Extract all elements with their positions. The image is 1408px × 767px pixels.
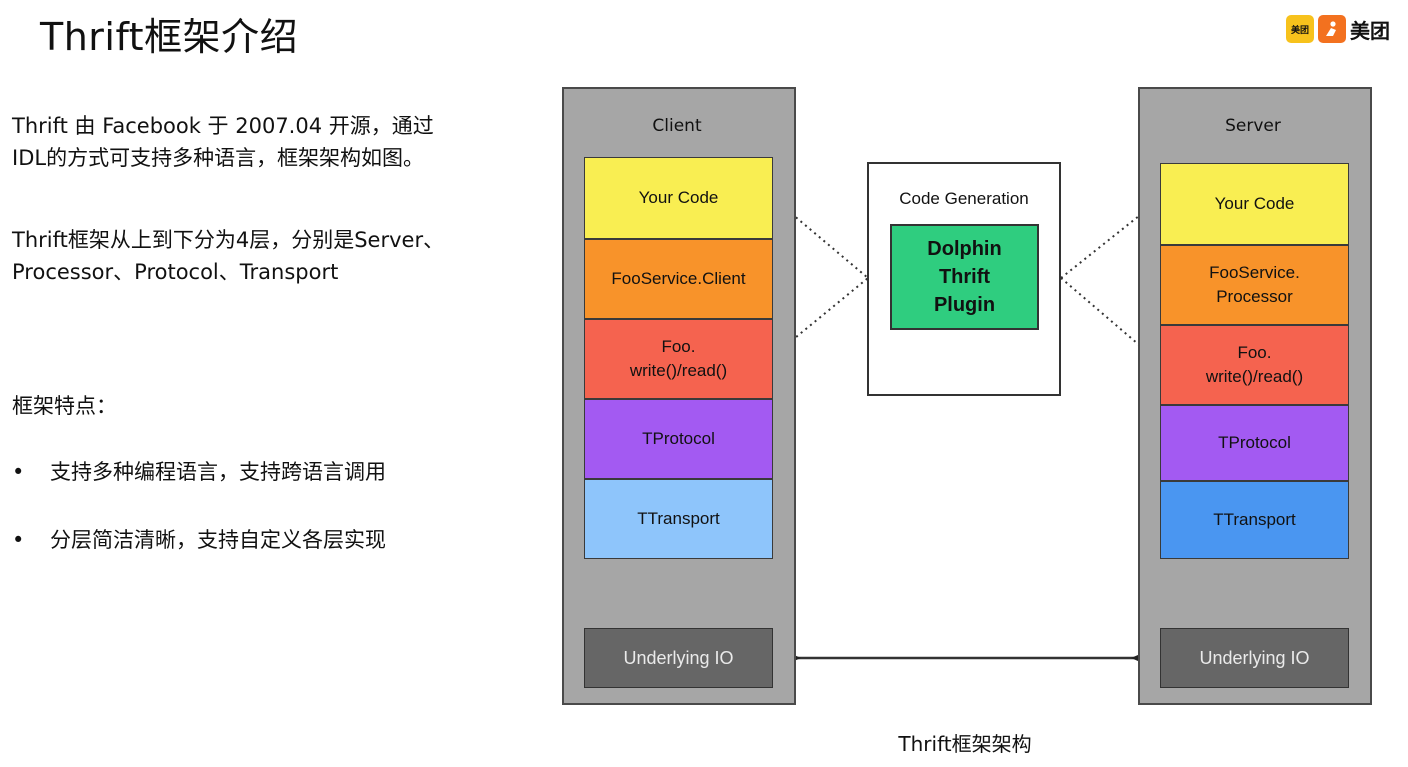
dolphin-thrift-plugin: Dolphin Thrift Plugin	[890, 224, 1039, 330]
server-underlying-io: Underlying IO	[1160, 628, 1349, 688]
server-layer-tprotocol: TProtocol	[1160, 405, 1349, 481]
connector-client-yourcode	[772, 197, 869, 279]
client-underlying-io: Underlying IO	[584, 628, 773, 688]
server-title: Server	[1225, 116, 1281, 136]
layers-paragraph: Thrift框架从上到下分为4层，分别是Server、 Processor、Pr…	[12, 224, 444, 288]
page-title: Thrift框架介绍	[40, 15, 299, 59]
server-layer-ttransport: TTransport	[1160, 481, 1349, 559]
bullet-icon: •	[12, 528, 25, 552]
features-title: 框架特点：	[12, 394, 117, 418]
intro-line-1: Thrift 由 Facebook 于 2007.04 开源，通过	[12, 114, 434, 138]
meituan-kangaroo-icon	[1318, 15, 1346, 43]
feature-item-text: 分层简洁清晰，支持自定义各层实现	[50, 528, 386, 552]
bullet-icon: •	[12, 460, 25, 484]
feature-item: • 支持多种编程语言，支持跨语言调用	[12, 456, 386, 486]
connector-client-foo	[772, 277, 869, 357]
server-layer-your-code: Your Code	[1160, 163, 1349, 245]
server-layer-foo-write-read: Foo. write()/read()	[1160, 325, 1349, 405]
server-layer-processor: FooService. Processor	[1160, 245, 1349, 325]
diagram-caption: Thrift框架架构	[898, 732, 1032, 756]
feature-item: • 分层简洁清晰，支持自定义各层实现	[12, 524, 386, 554]
client-layer-ttransport: TTransport	[584, 479, 773, 559]
feature-item-text: 支持多种编程语言，支持跨语言调用	[50, 460, 386, 484]
logo-text: 美团	[1350, 18, 1390, 43]
client-layer-tprotocol: TProtocol	[584, 399, 773, 479]
intro-paragraph: Thrift 由 Facebook 于 2007.04 开源，通过 IDL的方式…	[12, 110, 434, 174]
client-layer-fooservice: FooService.Client	[584, 239, 773, 319]
meituan-logo: 美团 美团	[1286, 14, 1390, 44]
intro-line-2: IDL的方式可支持多种语言，框架架构如图。	[12, 146, 425, 170]
client-layer-your-code: Your Code	[584, 157, 773, 239]
layers-line-2: Processor、Protocol、Transport	[12, 260, 339, 284]
layers-line-1: Thrift框架从上到下分为4层，分别是Server、	[12, 228, 445, 252]
code-generation-title: Code Generation	[899, 189, 1029, 208]
client-title: Client	[652, 116, 702, 136]
meituan-badge-icon: 美团	[1286, 15, 1314, 43]
client-layer-foo-write-read: Foo. write()/read()	[584, 319, 773, 399]
